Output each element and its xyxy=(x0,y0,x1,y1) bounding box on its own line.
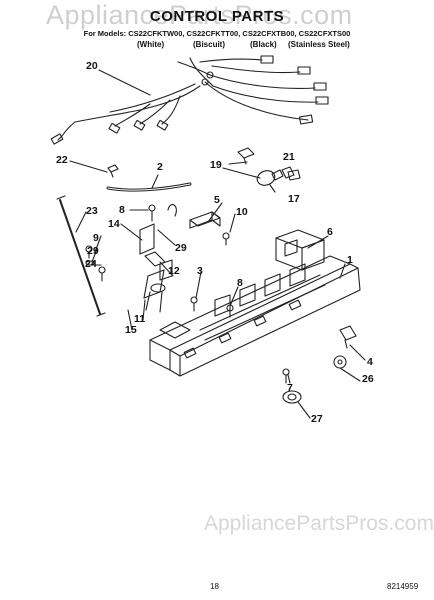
knob-27 xyxy=(282,390,302,404)
leader-14 xyxy=(120,223,143,241)
callout-3: 3 xyxy=(197,265,203,277)
callout-1: 1 xyxy=(347,254,353,266)
callout-24: 24 xyxy=(85,258,97,270)
leader-7 xyxy=(287,374,291,384)
variant-white: (White) xyxy=(137,40,165,49)
screw-24 xyxy=(98,266,106,282)
callout-8b: 8 xyxy=(237,277,243,289)
leader-29a xyxy=(91,248,98,263)
thermostat-bracket xyxy=(139,223,173,313)
leader-21 xyxy=(228,161,248,165)
screw-8 xyxy=(148,204,156,222)
screw-8b xyxy=(226,304,234,318)
leader-17 xyxy=(269,184,276,193)
page-title: CONTROL PARTS xyxy=(149,8,285,25)
document-number: 8214959 xyxy=(387,582,419,591)
callout-21: 21 xyxy=(283,151,295,163)
models-line: For Models: CS22CFKTW00, CS22CFKTT00, CS… xyxy=(83,29,351,38)
variant-black: (Black) xyxy=(250,40,277,49)
callout-19: 19 xyxy=(210,159,222,171)
washer-29 xyxy=(85,260,95,266)
leader-11 xyxy=(142,299,146,321)
leader-22 xyxy=(69,160,108,173)
rod-part xyxy=(59,199,101,315)
transformer-part xyxy=(275,229,325,271)
callout-5: 5 xyxy=(214,194,220,206)
callout-12: 12 xyxy=(168,265,180,277)
leader-4 xyxy=(349,344,366,361)
callout-6: 6 xyxy=(327,226,333,238)
leader-12 xyxy=(159,261,174,277)
callout-20: 20 xyxy=(86,60,98,72)
callout-15: 15 xyxy=(125,324,137,336)
screw-7 xyxy=(282,368,290,384)
callout-9: 9 xyxy=(93,232,99,244)
callout-29-left: 29 xyxy=(87,245,99,257)
watermark-lower: AppliancePartsPros.com xyxy=(204,512,434,535)
leader-3 xyxy=(195,271,202,299)
callout-27: 27 xyxy=(311,413,323,425)
leader-23 xyxy=(75,211,87,233)
leader-10 xyxy=(229,213,236,233)
light-switch-part xyxy=(339,325,357,349)
leader-9 xyxy=(94,235,102,253)
screw-9 xyxy=(85,245,93,259)
callout-29-right: 29 xyxy=(175,242,187,254)
control-housing xyxy=(149,255,361,377)
callout-8: 8 xyxy=(119,204,125,216)
knob-26 xyxy=(333,355,347,369)
watermark: AppliancePartsPros.com xyxy=(46,0,353,30)
callout-10: 10 xyxy=(236,206,248,218)
leader-8b xyxy=(229,286,239,307)
leader-20 xyxy=(98,69,151,96)
callout-17: 17 xyxy=(288,193,300,205)
leader-26 xyxy=(339,367,361,382)
callout-22: 22 xyxy=(56,154,68,166)
switch-part xyxy=(167,204,221,229)
leader-27 xyxy=(297,401,311,419)
leader-29b xyxy=(157,229,176,246)
callout-23: 23 xyxy=(86,205,98,217)
callout-4: 4 xyxy=(367,356,373,368)
lamp-assembly xyxy=(237,147,301,186)
wire-harness xyxy=(50,55,329,145)
screw-3 xyxy=(190,296,198,312)
leader-2 xyxy=(151,174,159,189)
callout-11: 11 xyxy=(134,313,146,325)
callout-26: 26 xyxy=(362,373,374,385)
variant-stainless-steel: (Stainless Steel) xyxy=(288,40,350,49)
screw-10 xyxy=(222,232,230,246)
leader-19 xyxy=(222,167,261,179)
leader-5 xyxy=(207,202,223,223)
page-number: 18 xyxy=(210,582,219,591)
callout-2: 2 xyxy=(157,161,163,173)
leader-15 xyxy=(127,309,133,331)
callout-14: 14 xyxy=(108,218,120,230)
callout-7: 7 xyxy=(287,382,293,394)
clip-part xyxy=(107,164,119,178)
variant-biscuit: (Biscuit) xyxy=(193,40,225,49)
